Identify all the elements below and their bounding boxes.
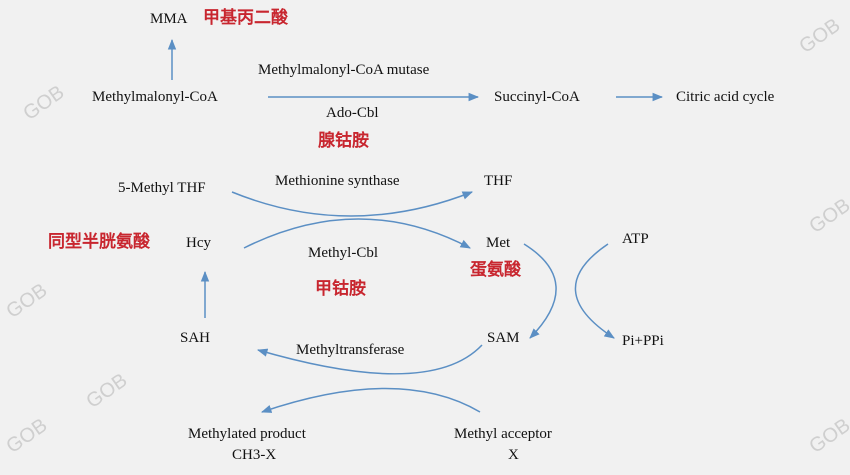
arc-methyl-cbl	[243, 218, 471, 249]
label-mma-cn: 甲基丙二酸	[203, 8, 288, 28]
node-citric-acid-cycle: Citric acid cycle	[676, 89, 775, 105]
node-methyl-acceptor: Methyl acceptor	[454, 426, 552, 442]
label-ado-cbl-cn: 腺钴胺	[318, 131, 369, 151]
cofactor-methyl-cbl: Methyl-Cbl	[308, 245, 378, 261]
label-methyl-cbl-cn: 甲钴胺	[315, 279, 366, 299]
node-succinyl-coa: Succinyl-CoA	[494, 89, 580, 105]
enzyme-mutase: Methylmalonyl-CoA mutase	[258, 62, 430, 78]
label-met-cn: 蛋氨酸	[470, 260, 521, 280]
enzyme-methionine-synthase: Methionine synthase	[275, 173, 400, 189]
enzyme-methyltransferase: Methyltransferase	[296, 342, 405, 358]
node-met: Met	[486, 235, 511, 251]
node-mma: MMA	[150, 11, 188, 27]
node-methylmalonyl-coa: Methylmalonyl-CoA	[92, 89, 218, 105]
arc-methyltransferase	[256, 344, 483, 375]
node-x: X	[508, 447, 519, 463]
arc-methionine-synthase	[231, 191, 473, 217]
node-sah: SAH	[180, 330, 211, 346]
arc-met-to-sam	[523, 243, 557, 339]
node-pi-ppi: Pi+PPi	[622, 333, 664, 349]
arc-acceptor-to-product	[261, 387, 481, 413]
node-hcy: Hcy	[186, 235, 211, 251]
node-sam: SAM	[487, 330, 520, 346]
node-atp: ATP	[622, 231, 649, 247]
node-thf: THF	[484, 173, 513, 189]
arc-atp-to-pippi	[574, 243, 615, 339]
label-hcy-cn: 同型半胱氨酸	[48, 232, 150, 252]
node-ch3x: CH3-X	[232, 447, 277, 463]
node-methylated-product: Methylated product	[188, 426, 306, 442]
node-5-methyl-thf: 5-Methyl THF	[118, 180, 206, 196]
cofactor-ado-cbl: Ado-Cbl	[326, 105, 379, 121]
